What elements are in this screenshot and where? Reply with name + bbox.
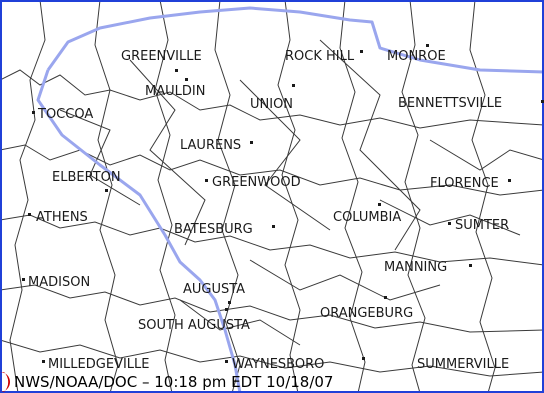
city-label-greenville: GREENVILLE: [121, 49, 202, 64]
city-label-milledgeville: MILLEDGEVILLE: [48, 357, 149, 372]
city-label-summerville: SUMMERVILLE: [417, 357, 509, 372]
city-label-toccoa: TOCCOA: [37, 107, 93, 122]
timestamp-footer: NWS/NOAA/DOC – 10:18 pm EDT 10/18/07: [14, 373, 333, 391]
city-label-sumter: SUMTER: [455, 218, 509, 233]
city-label-batesburg: BATESBURG: [174, 222, 253, 237]
city-label-bennettsville: BENNETTSVILLE: [398, 96, 502, 111]
city-label-orangeburg: ORANGEBURG: [320, 306, 413, 321]
city-label-athens: ATHENS: [36, 210, 88, 225]
city-label-elberton: ELBERTON: [52, 170, 121, 185]
city-label-waynesboro: WAYNESBORO: [232, 357, 324, 372]
city-label-augusta: AUGUSTA: [183, 282, 245, 297]
city-label-mauldin: MAULDIN: [145, 84, 205, 99]
city-label-rock-hill: ROCK HILL: [285, 49, 355, 64]
city-label-south-augusta: SOUTH AUGUSTA: [138, 318, 250, 333]
city-label-columbia: COLUMBIA: [333, 210, 401, 225]
city-markers: [22, 44, 544, 363]
city-label-laurens: LAURENS: [180, 138, 241, 153]
city-label-greenwood: GREENWOOD: [212, 175, 301, 190]
city-label-florence: FLORENCE: [430, 176, 499, 191]
city-label-monroe: MONROE: [387, 49, 446, 64]
city-label-union: UNION: [250, 97, 293, 112]
city-label-madison: MADISON: [28, 275, 90, 290]
city-label-manning: MANNING: [384, 260, 447, 275]
city-labels: GREENVILLE ROCK HILL MONROE MAULDIN UNIO…: [28, 49, 509, 372]
noaa-logo-icon: [0, 372, 10, 392]
state-boundaries: [36, 6, 544, 393]
